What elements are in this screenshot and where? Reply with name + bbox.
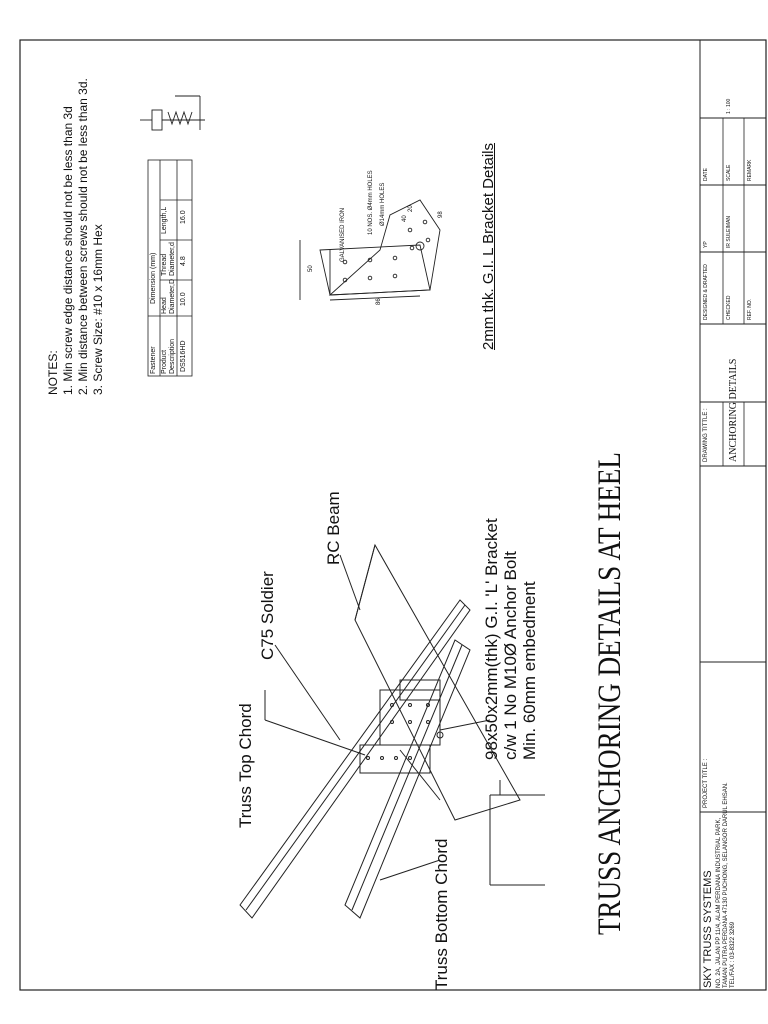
dim-40: 40 — [402, 215, 408, 222]
designed-value: YP — [703, 241, 709, 248]
address-line: NO. 2A, JALAN PP 11/4, ALAM PERDANA INDU… — [716, 817, 722, 988]
table-header-product: Product Description — [161, 338, 176, 374]
company-address: NO. 2A, JALAN PP 11/4, ALAM PERDANA INDU… — [716, 782, 737, 988]
table-header-fastener: Fastener — [150, 346, 157, 374]
table-header-thread-diameter: Thread Diameter,d — [161, 242, 176, 276]
main-title: TRUSS ANCHORING DETAILS AT HEEL — [592, 452, 628, 935]
table-cell-thread-diameter: 4.8 — [180, 256, 187, 266]
scale-label: SCALE — [726, 164, 732, 181]
remark-label: REMARK — [747, 159, 753, 181]
company-name: SKY TRUSS SYSTEMS — [702, 870, 714, 988]
drawing-title-label: DRAWING TITTLE : — [703, 408, 709, 462]
label-truss-top-chord: Truss Top Chord — [236, 703, 255, 828]
date-label: DATE — [703, 168, 709, 181]
address-line: TAMAN PUTRA PERDANA 47130 PUCHONG, SELAN… — [723, 782, 729, 988]
checked-label: CHECKED — [726, 295, 732, 320]
note-item: 3. Screw Size: #10 x 16mm Hex — [91, 224, 105, 395]
label-bracket-spec: 98x50x2mm(thk) G.I. 'L' Bracket c/w 1 No… — [482, 518, 539, 760]
bracket-spec-line: Min. 60mm embedment — [520, 581, 539, 760]
label-truss-bottom-chord: Truss Bottom Chord — [432, 838, 451, 990]
note-item: 2. Min distance between screws should no… — [76, 78, 90, 395]
table-header-length: Length,L — [161, 206, 168, 234]
table-header-head-diameter: Head Diameter,D — [161, 278, 176, 314]
bracket-detail-title: 2mm thk. G.I. L Bracket Details — [480, 142, 497, 350]
bracket-spec-line: c/w 1 No M10Ø Anchor Bolt — [501, 551, 520, 760]
dim-50: 50 — [308, 265, 314, 272]
project-title-label: PROJECT TITLE : — [703, 758, 709, 808]
table-cell-length: 16.0 — [180, 210, 187, 224]
tel-line: TEL/FAX : 03-8322 3269 — [730, 921, 736, 988]
table-cell-head-diameter: 10.0 — [180, 292, 187, 306]
label-c75-soldier: C75 Soldier — [258, 571, 277, 660]
dim-86: 86 — [376, 298, 382, 305]
notes-heading: NOTES: — [46, 350, 60, 395]
notes-block: NOTES: 1. Min screw edge distance should… — [46, 78, 106, 395]
table-header-dimension: Dimension (mm) — [150, 252, 157, 304]
label-14mm-hole: Ø14mm HOLES — [380, 182, 386, 226]
label-galvanised-iron: GALVANISED IRON — [340, 207, 346, 262]
scale-value: 1 : 100 — [726, 98, 732, 114]
drawing-title: ANCHORING DETAILS — [728, 358, 739, 462]
label-4mm-holes: 10 NOS. Ø4mm HOLES — [368, 170, 374, 235]
table-cell-product: DS516HD — [180, 340, 187, 372]
checked-value: IR SULEIMAN — [726, 216, 732, 248]
ref-label: REF. NO. — [747, 298, 753, 320]
note-item: 1. Min screw edge distance should not be… — [61, 106, 75, 395]
dim-98: 98 — [438, 211, 444, 218]
bracket-spec-line: 98x50x2mm(thk) G.I. 'L' Bracket — [482, 518, 501, 760]
designed-label: DESIGNED & DRAFTED — [703, 264, 709, 320]
label-rc-beam: RC Beam — [324, 491, 343, 565]
dim-20: 20 — [408, 205, 414, 212]
